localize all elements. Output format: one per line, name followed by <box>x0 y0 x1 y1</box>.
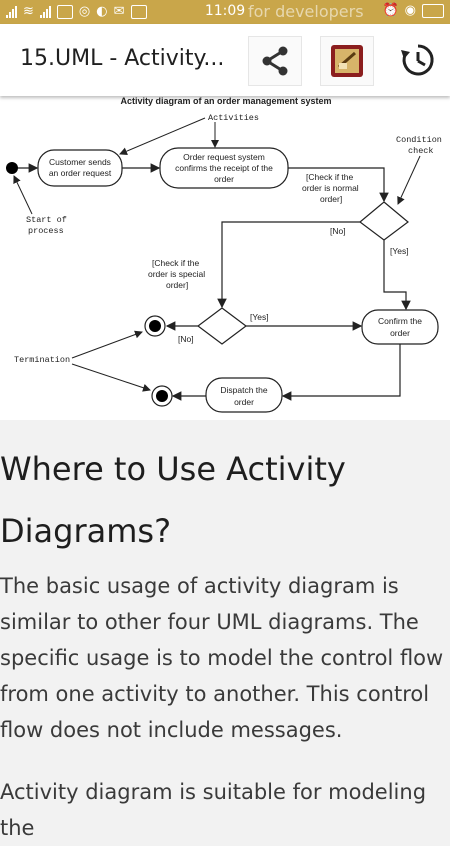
node-confirm-line1: Confirm the <box>378 316 422 326</box>
eye-icon: ◉ <box>404 3 416 18</box>
node-dispatch-line2: order <box>234 397 254 407</box>
node-customer-line2: an order request <box>49 168 112 178</box>
image-icon <box>130 4 147 19</box>
instagram-icon: ◎ <box>78 4 91 19</box>
history-icon <box>401 44 434 76</box>
status-icons-right: ⏰ ◉ <box>382 3 444 18</box>
label-start-2: process <box>28 226 64 236</box>
status-time: 11:09 <box>204 3 246 19</box>
app-book-button[interactable] <box>320 36 374 86</box>
start-node <box>6 162 18 174</box>
guard-normal-1: [Check if the <box>306 172 354 182</box>
label-activities: Activities <box>208 113 259 123</box>
alarm-icon: ⏰ <box>382 3 399 18</box>
guard-special-2: order is special <box>148 269 205 279</box>
share-icon <box>262 46 288 76</box>
mail-icon: ✉ <box>113 4 125 19</box>
signal-icon <box>6 5 17 18</box>
guard-no-1: [No] <box>330 226 346 236</box>
notification-icon <box>56 4 73 19</box>
status-icons-left: ≋ ◎ ◐ ✉ <box>6 4 147 19</box>
guard-special-3: order] <box>166 280 188 290</box>
node-order-line1: Order request system <box>183 152 265 162</box>
node-dispatch <box>205 377 283 413</box>
share-button[interactable] <box>248 36 302 86</box>
app-bar: 15.UML - Activity... <box>0 24 450 96</box>
guard-normal-3: order] <box>320 194 342 204</box>
history-button[interactable] <box>392 36 444 84</box>
label-condition-2: check <box>408 146 434 156</box>
node-customer-line1: Customer sends <box>49 157 111 167</box>
node-order-line3: order <box>214 174 234 184</box>
page-title: 15.UML - Activity... <box>20 46 225 71</box>
label-start-1: Start of <box>26 215 67 225</box>
diagram-title: Activity diagram of an order management … <box>120 96 331 106</box>
decision-diamond-1 <box>359 201 409 241</box>
guard-no-2: [No] <box>178 334 194 344</box>
article-paragraph-1: The basic usage of activity diagram is s… <box>0 574 444 742</box>
wifi-icon: ≋ <box>23 4 34 19</box>
book-icon <box>331 45 363 77</box>
decision-diamond-2 <box>197 307 247 345</box>
guard-yes-1: [Yes] <box>390 246 409 256</box>
node-dispatch-line1: Dispatch the <box>220 385 268 395</box>
status-bar: ≋ ◎ ◐ ✉ for developers 11:09 ⏰ ◉ <box>0 0 450 24</box>
activity-diagram: Activity diagram of an order management … <box>6 96 442 413</box>
label-termination: Termination <box>14 355 70 365</box>
article-content: Where to Use Activity Diagrams? The basi… <box>0 420 450 840</box>
guard-special-1: [Check if the <box>152 258 200 268</box>
article-paragraph-2: Activity diagram is suitable for modelin… <box>0 780 427 840</box>
signal-icon-2 <box>39 5 51 18</box>
label-condition-1: Condition <box>396 135 442 145</box>
guard-normal-2: order is normal <box>302 183 359 193</box>
node-order-line2: confirms the receipt of the <box>175 163 273 173</box>
status-faded-text: for developers <box>248 2 364 21</box>
node-confirm-line2: order <box>390 328 410 338</box>
guard-yes-2: [Yes] <box>250 312 269 322</box>
battery-icon <box>422 3 444 18</box>
app-icon: ◐ <box>96 4 108 19</box>
article-heading: Where to Use Activity Diagrams? <box>0 450 346 550</box>
activity-diagram-image: Activity diagram of an order management … <box>0 96 450 420</box>
